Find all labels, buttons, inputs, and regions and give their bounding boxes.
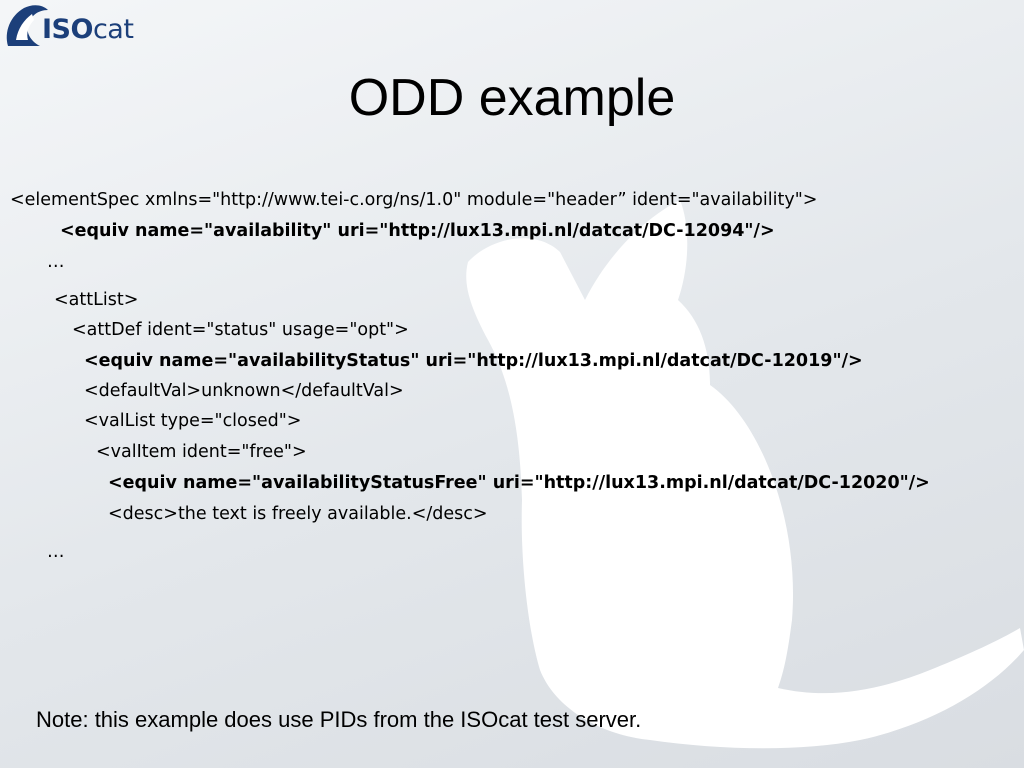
- code-line-equiv-availability: <equiv name="availability" uri="http://l…: [60, 221, 775, 241]
- footnote: Note: this example does use PIDs from th…: [36, 707, 642, 732]
- code-line-elementspec: <elementSpec xmlns="http://www.tei-c.org…: [10, 190, 818, 210]
- code-line-defaultval: <defaultVal>unknown</defaultVal>: [84, 381, 404, 401]
- code-line-valitem: <valItem ident="free">: [96, 442, 307, 462]
- logo-text-cat: cat: [92, 14, 134, 45]
- logo-text-iso: ISO: [42, 14, 93, 45]
- logo-text: ISOcat: [42, 14, 134, 45]
- slide-title: ODD example: [348, 69, 676, 127]
- code-line-ellipsis: …: [47, 542, 65, 562]
- code-line-equiv-status-free: <equiv name="availabilityStatusFree" uri…: [108, 473, 930, 493]
- code-line-equiv-status: <equiv name="availabilityStatus" uri="ht…: [84, 351, 863, 371]
- code-line-ellipsis: …: [47, 252, 65, 272]
- cat-head-logo-icon: [6, 5, 48, 46]
- code-line-desc: <desc>the text is freely available.</des…: [108, 504, 488, 524]
- code-line-vallist: <valList type="closed">: [84, 411, 302, 431]
- code-line-attlist: <attList>: [54, 290, 139, 310]
- isocat-logo: ISOcat: [2, 2, 137, 52]
- code-line-attdef: <attDef ident="status" usage="opt">: [72, 320, 409, 340]
